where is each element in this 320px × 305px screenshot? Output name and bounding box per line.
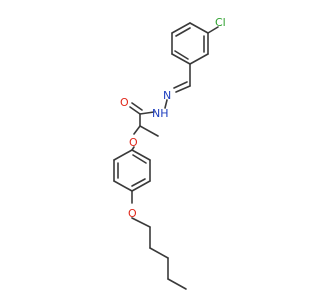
- chlorine-label: Cl: [215, 16, 226, 29]
- pentyl-bond-4: [167, 278, 187, 290]
- ch-methyl-bond: [139, 125, 159, 137]
- pentyl-bond-2: [149, 247, 169, 259]
- chlorophenyl-ring: [171, 22, 209, 65]
- n-n-bond: [164, 99, 168, 109]
- molecule-svg: Cl N NH O O O: [113, 16, 226, 290]
- imine-nitrogen-label: N: [163, 89, 171, 102]
- o-pentyl-bond: [131, 217, 151, 228]
- nh-c-bond: [139, 111, 155, 115]
- carbonyl-bond-a: [129, 106, 141, 115]
- c-cl-bond: [207, 26, 219, 34]
- ether-oxygen-2-label: O: [128, 207, 137, 220]
- amide-nitrogen-label: NH: [152, 107, 169, 120]
- ch-o-bond: [133, 125, 141, 135]
- imine-double-bond-a: [175, 85, 191, 93]
- carbonyl-oxygen-label: O: [120, 96, 129, 109]
- ether-oxygen-1-label: O: [129, 136, 138, 149]
- structure-diagram: Cl N NH O O O: [113, 16, 226, 290]
- carbonyl-bond-b: [131, 102, 143, 111]
- phenoxy-ring: [113, 149, 151, 192]
- imine-double-bond-b: [173, 81, 188, 89]
